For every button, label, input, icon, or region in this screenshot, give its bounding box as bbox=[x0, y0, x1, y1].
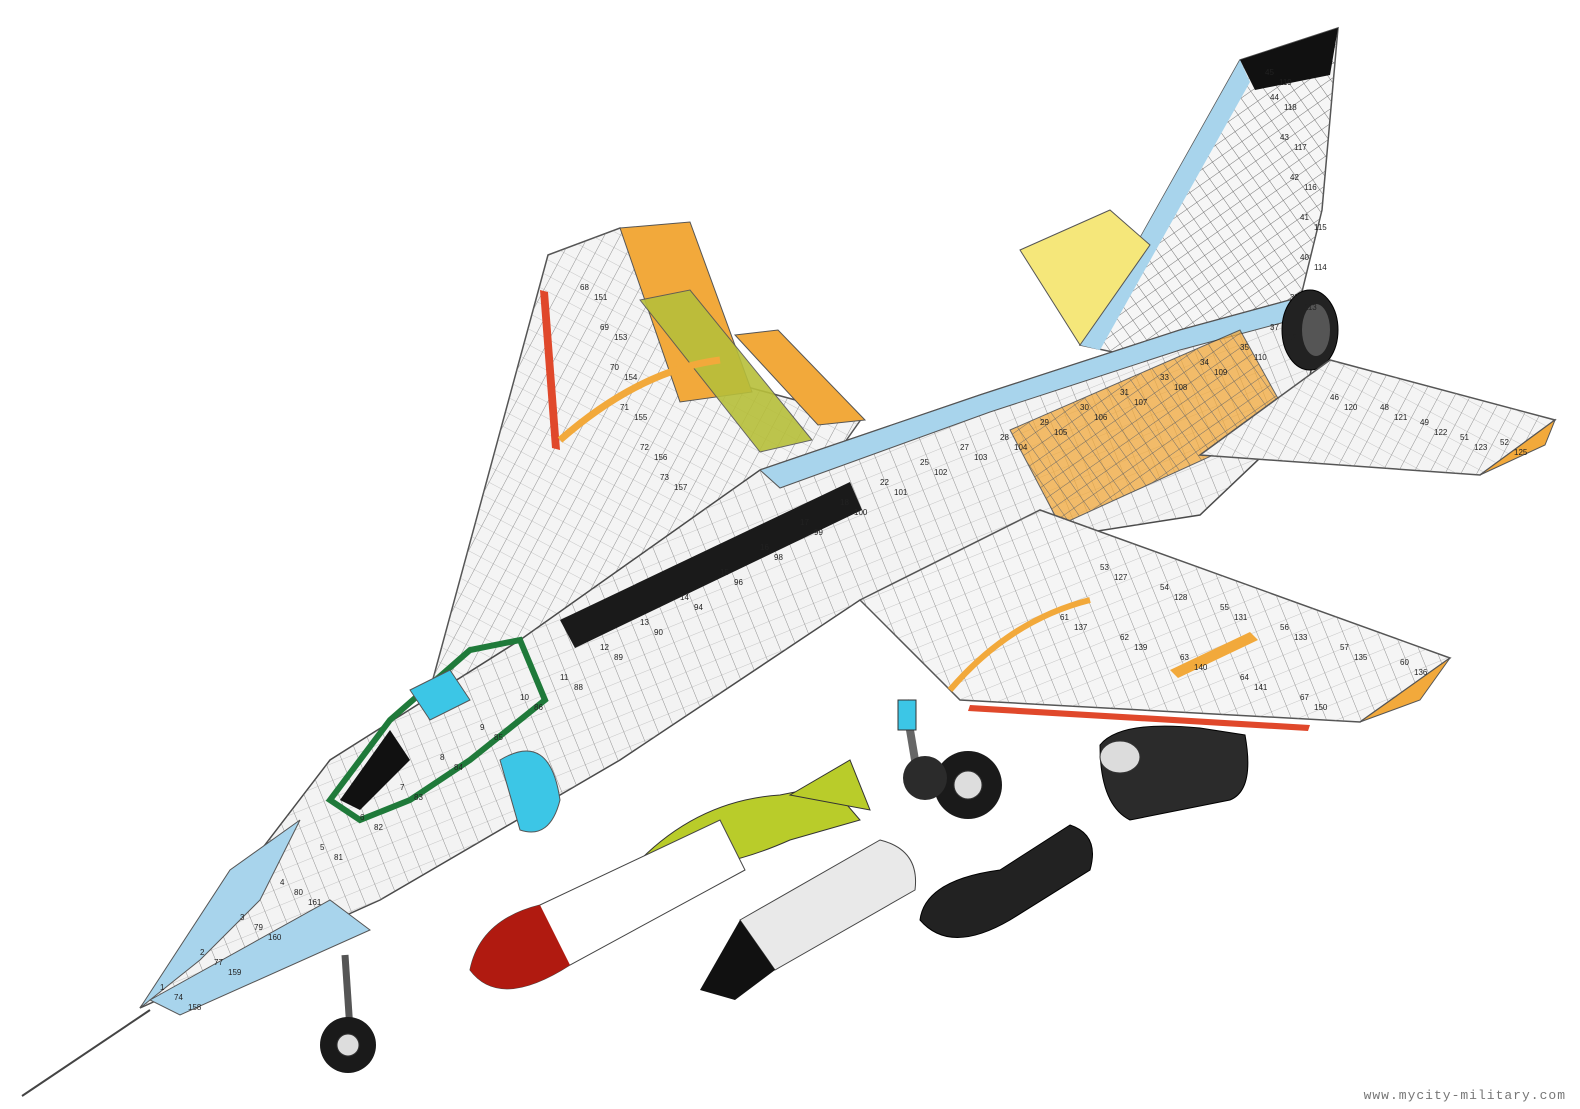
engine-section-structure bbox=[1010, 330, 1290, 525]
starboard-wing-structure bbox=[860, 510, 1450, 722]
main-gear-leg bbox=[897, 699, 917, 731]
port-inner-flap bbox=[639, 289, 813, 453]
vertical-fin-structure bbox=[1080, 28, 1338, 360]
underwing-tank-pylon bbox=[1099, 740, 1141, 774]
nose-cone-skin bbox=[139, 819, 301, 1009]
port-wing-fence bbox=[557, 356, 721, 443]
starboard-stabilizer-tip bbox=[1479, 418, 1557, 476]
port-horizontal-stabilizer bbox=[1019, 209, 1151, 346]
white-rocket-pod bbox=[739, 839, 917, 971]
main-gear-wheel-b bbox=[903, 756, 947, 800]
lime-store-fin bbox=[788, 759, 871, 811]
watermark-text: www.mycity-military.com bbox=[1363, 1088, 1566, 1103]
intake-lip bbox=[499, 750, 561, 833]
engine-exhaust-inner bbox=[1302, 304, 1330, 356]
forward-fuselage-skin bbox=[148, 899, 371, 1016]
port-wing-structure bbox=[430, 228, 862, 690]
starboard-stabilizer-structure bbox=[1200, 360, 1555, 475]
starboard-flap-hinge bbox=[1170, 632, 1258, 678]
fuselage-structure bbox=[140, 300, 1320, 1008]
nose-gear-wheel-hub bbox=[336, 1033, 360, 1057]
red-nose-store-tip bbox=[470, 905, 570, 989]
port-aileron bbox=[733, 329, 867, 426]
black-bomb bbox=[919, 824, 1093, 938]
canopy-glass bbox=[340, 730, 410, 810]
pitot-probe bbox=[21, 1009, 151, 1097]
port-wing-red-strip bbox=[540, 290, 560, 450]
starboard-wing-red-strip bbox=[968, 705, 1310, 731]
starboard-wing-fence bbox=[947, 597, 1091, 692]
starboard-wing-tip bbox=[1359, 657, 1451, 723]
rocket-pod-nose bbox=[700, 920, 775, 1000]
fin-tip bbox=[1240, 28, 1338, 90]
main-gear-wheel-a-hub bbox=[953, 770, 983, 800]
intake-duct bbox=[560, 482, 862, 648]
cockpit-fairing bbox=[409, 669, 471, 721]
